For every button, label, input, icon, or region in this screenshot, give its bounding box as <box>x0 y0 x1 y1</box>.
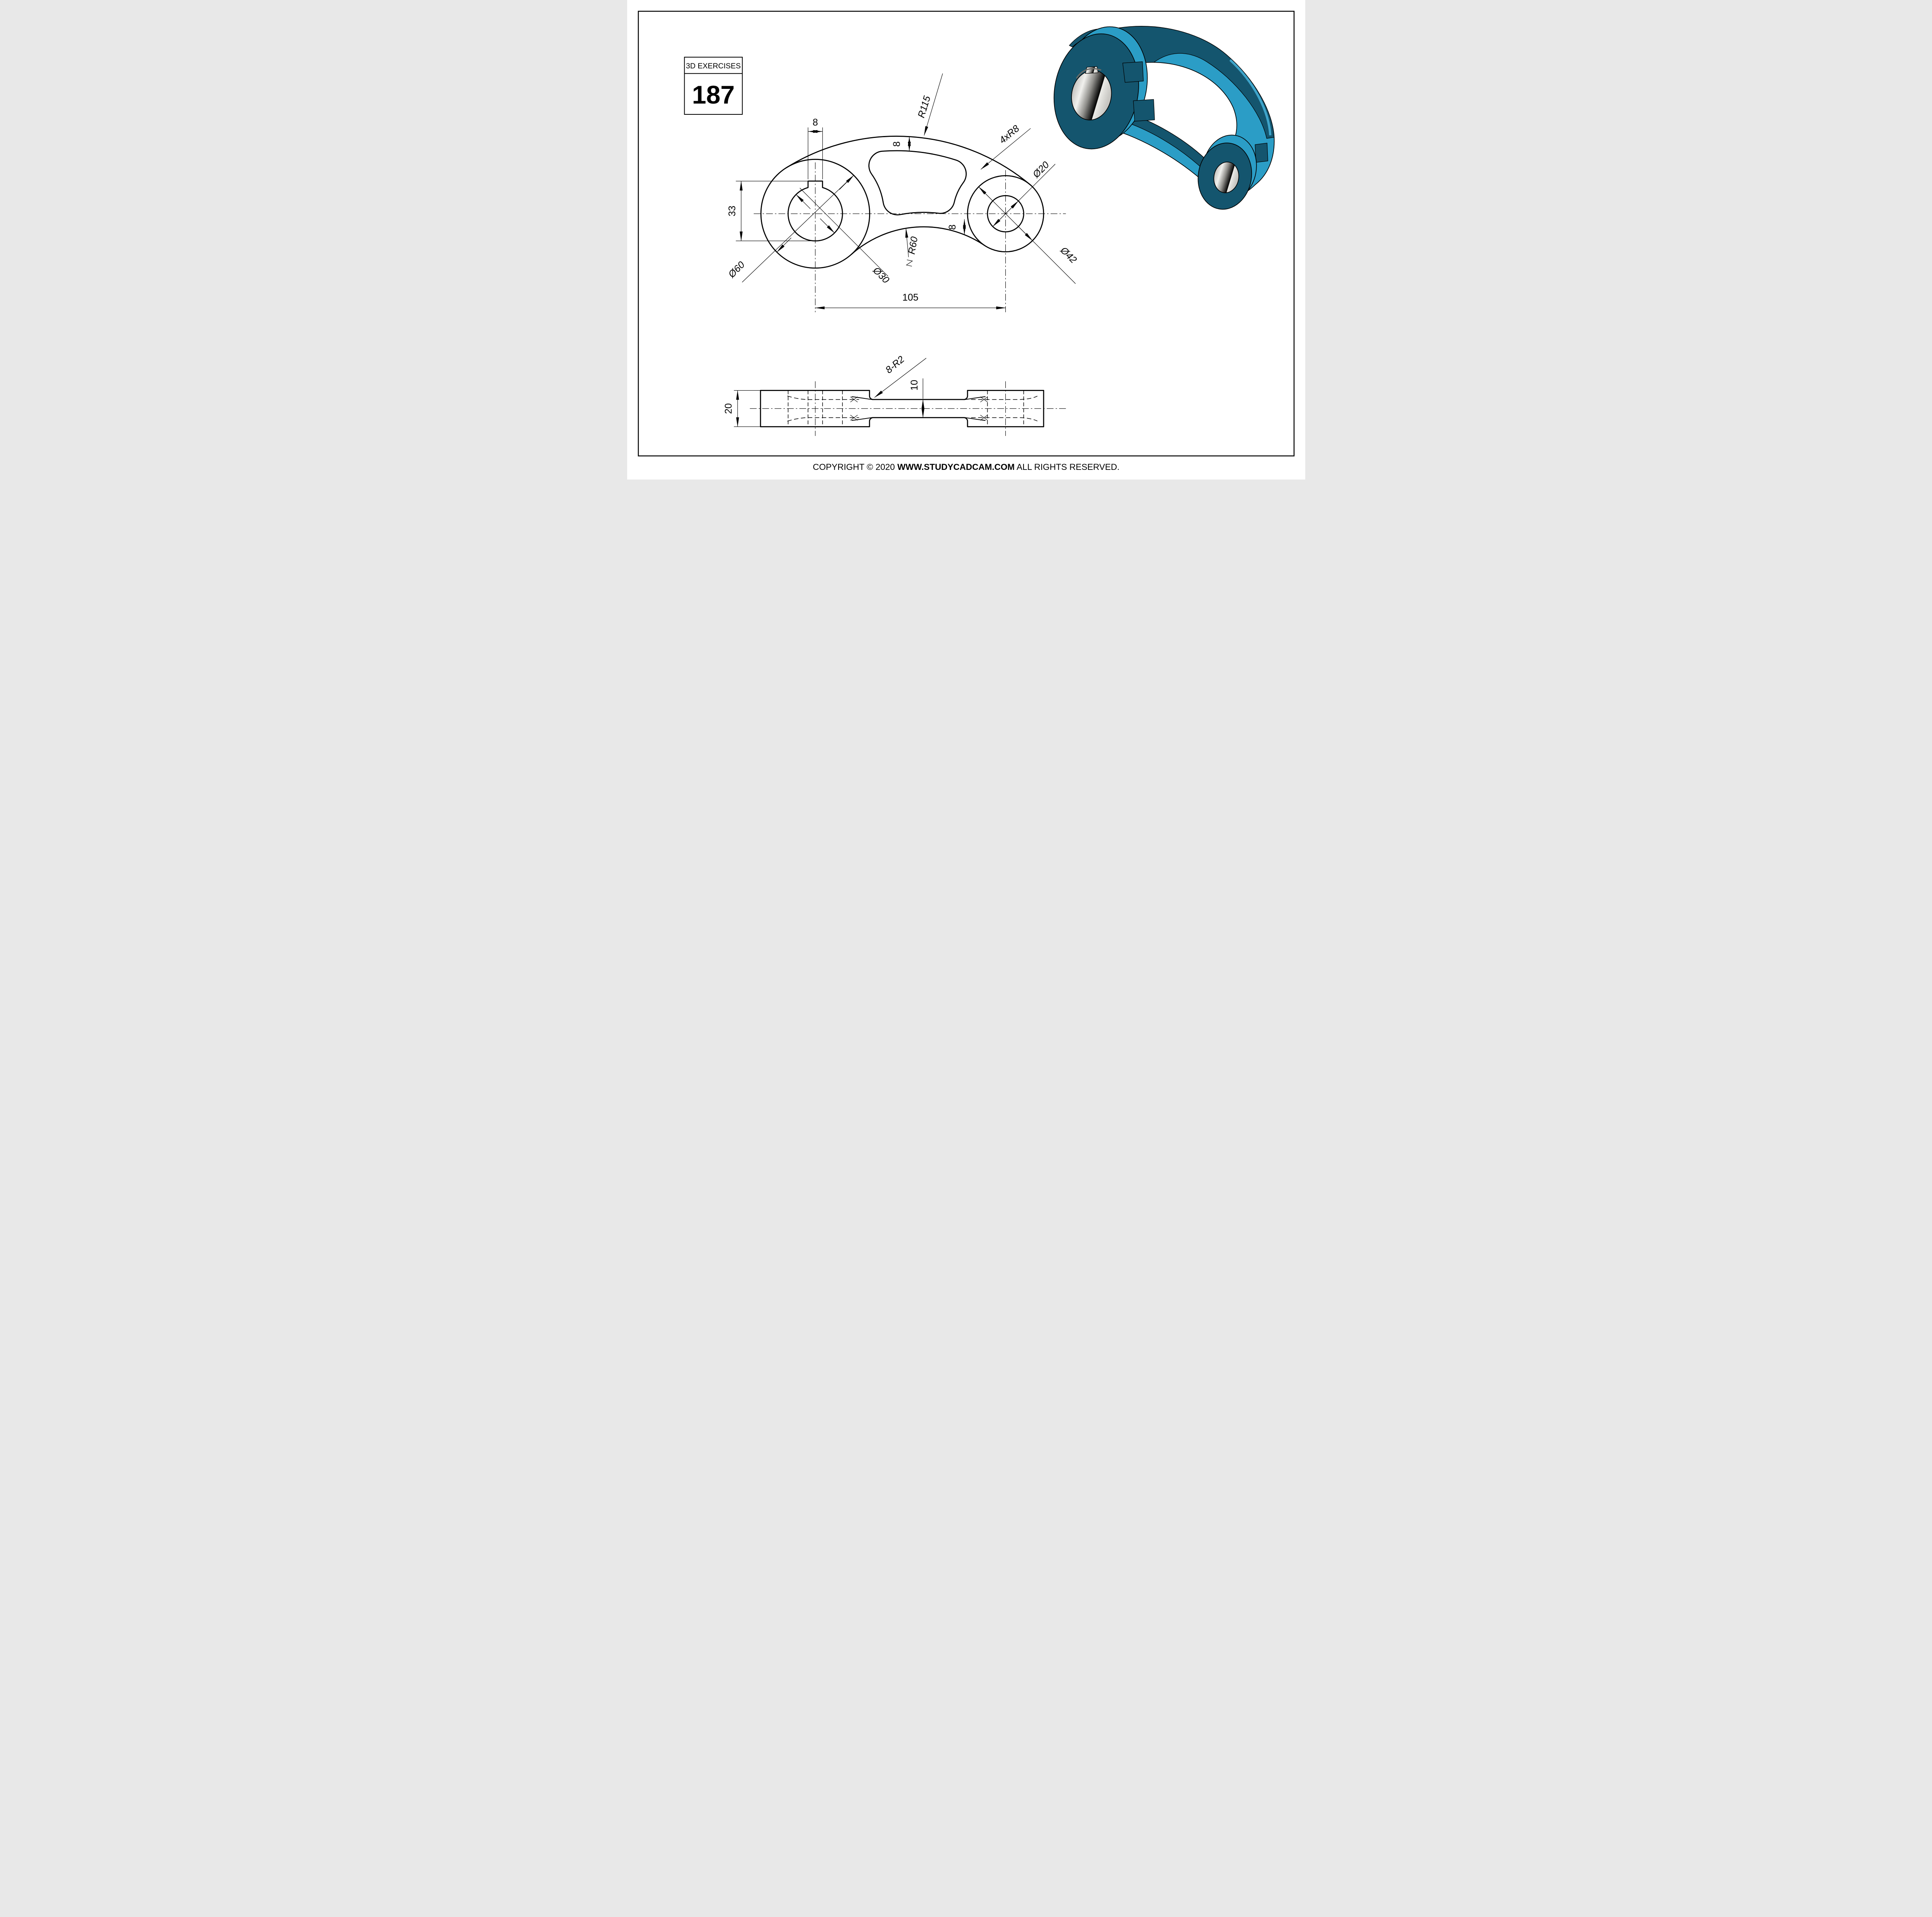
dim-top-rim: 8 <box>891 136 911 151</box>
front-view: 8 33 105 8 8 R115 <box>726 73 1079 312</box>
footer-copyright: COPYRIGHT © 2020 WWW.STUDYCADCAM.COM ALL… <box>813 462 1119 472</box>
bore-shadow <box>1076 68 1101 79</box>
arrow-stub <box>839 175 854 190</box>
dim-text-33: 33 <box>727 206 738 216</box>
footer-prefix: COPYRIGHT © 2020 <box>813 462 897 472</box>
dim-text-dia20: Ø20 <box>1030 159 1051 180</box>
title-box <box>684 56 743 115</box>
leader-line <box>905 228 909 257</box>
leader-r60: R60 <box>905 228 920 267</box>
side-view: 20 10 8-R2 <box>723 354 1067 436</box>
transition-curve <box>963 396 986 400</box>
dim-keyway-width: 8 <box>807 117 823 180</box>
transition-curve <box>851 396 873 400</box>
exercise-number: 187 <box>692 81 735 109</box>
page-border <box>638 10 1294 457</box>
series-label: 3D EXERCISES <box>686 62 741 70</box>
dim-text-top-rim: 8 <box>891 141 902 147</box>
footer-site: WWW.STUDYCADCAM.COM <box>897 462 1015 472</box>
dim-10: 10 <box>909 378 924 418</box>
x-mark <box>980 415 988 421</box>
leader-line <box>923 73 943 136</box>
dim-text-dia60: Ø60 <box>726 259 747 280</box>
dim-text-105: 105 <box>902 292 918 303</box>
dim-text-bottom-rim: 8 <box>947 225 957 230</box>
dim-text-20: 20 <box>723 403 734 414</box>
leader-4xr8: 4xR8 <box>980 123 1031 170</box>
render-3d <box>1053 26 1275 210</box>
leader-zigzag <box>905 259 913 267</box>
dim-105: 105 <box>815 292 1006 310</box>
leader-text-r60: R60 <box>906 236 920 255</box>
leader-line <box>980 128 1031 170</box>
arm-cutout <box>868 150 967 216</box>
ring-notch-upper <box>1122 61 1144 83</box>
dim-dia60: Ø60 <box>726 175 854 282</box>
leader-line <box>874 358 926 398</box>
drawing-sheet: 3D EXERCISES 187 8 33 <box>627 0 1305 480</box>
hidden-fillet-top-left <box>787 395 859 400</box>
lower-arc-r60 <box>850 226 985 255</box>
arrow-stub <box>796 194 811 209</box>
transition-curve <box>963 417 986 421</box>
fillet-tangent-marks <box>850 396 988 421</box>
sheet-canvas: 3D EXERCISES 187 8 33 <box>638 10 1294 472</box>
x-mark <box>980 396 988 403</box>
hidden-fillet-bottom-right <box>971 417 1037 422</box>
dim-text-keyway-width: 8 <box>813 117 818 128</box>
left-boss-outer-circle <box>760 159 870 269</box>
leader-r115: R115 <box>916 73 943 136</box>
small-ring-bore <box>1213 162 1239 193</box>
footer-suffix: ALL RIGHTS RESERVED. <box>1014 462 1119 472</box>
hidden-fillet-bottom-left <box>787 417 859 422</box>
arrow-stub <box>820 218 835 233</box>
leader-text-4xr8: 4xR8 <box>997 123 1021 146</box>
arrow-stub <box>1003 201 1019 216</box>
dim-33: 33 <box>727 180 811 242</box>
right-hole-circle <box>986 195 1024 233</box>
transition-curve <box>851 417 873 421</box>
outer-arc-r115 <box>786 136 1031 185</box>
hidden-fillet-top-right <box>971 396 1037 400</box>
dim-line <box>742 175 854 282</box>
left-hole-with-keyway <box>787 180 843 242</box>
dim-bottom-rim: 8 <box>947 219 966 235</box>
dim-dia42: Ø42 <box>978 186 1079 284</box>
arm-highlight <box>1229 59 1271 136</box>
dim-20: 20 <box>723 390 762 427</box>
arrow-stub <box>1018 226 1033 241</box>
dim-text-dia30: Ø30 <box>870 265 891 286</box>
dim-text-10: 10 <box>909 380 920 391</box>
leader-8r2: 8-R2 <box>874 354 926 398</box>
dim-text-dia42: Ø42 <box>1058 245 1079 265</box>
dim-line <box>799 188 888 277</box>
right-boss-outer-circle <box>967 175 1044 252</box>
arrow-stub <box>776 238 791 253</box>
arm-notch <box>1255 143 1268 163</box>
arrow-stub <box>978 186 993 202</box>
title-block: 3D EXERCISES 187 <box>684 56 743 115</box>
leader-text-8r2: 8-R2 <box>883 354 906 376</box>
ring-notch-lower <box>1133 99 1155 122</box>
